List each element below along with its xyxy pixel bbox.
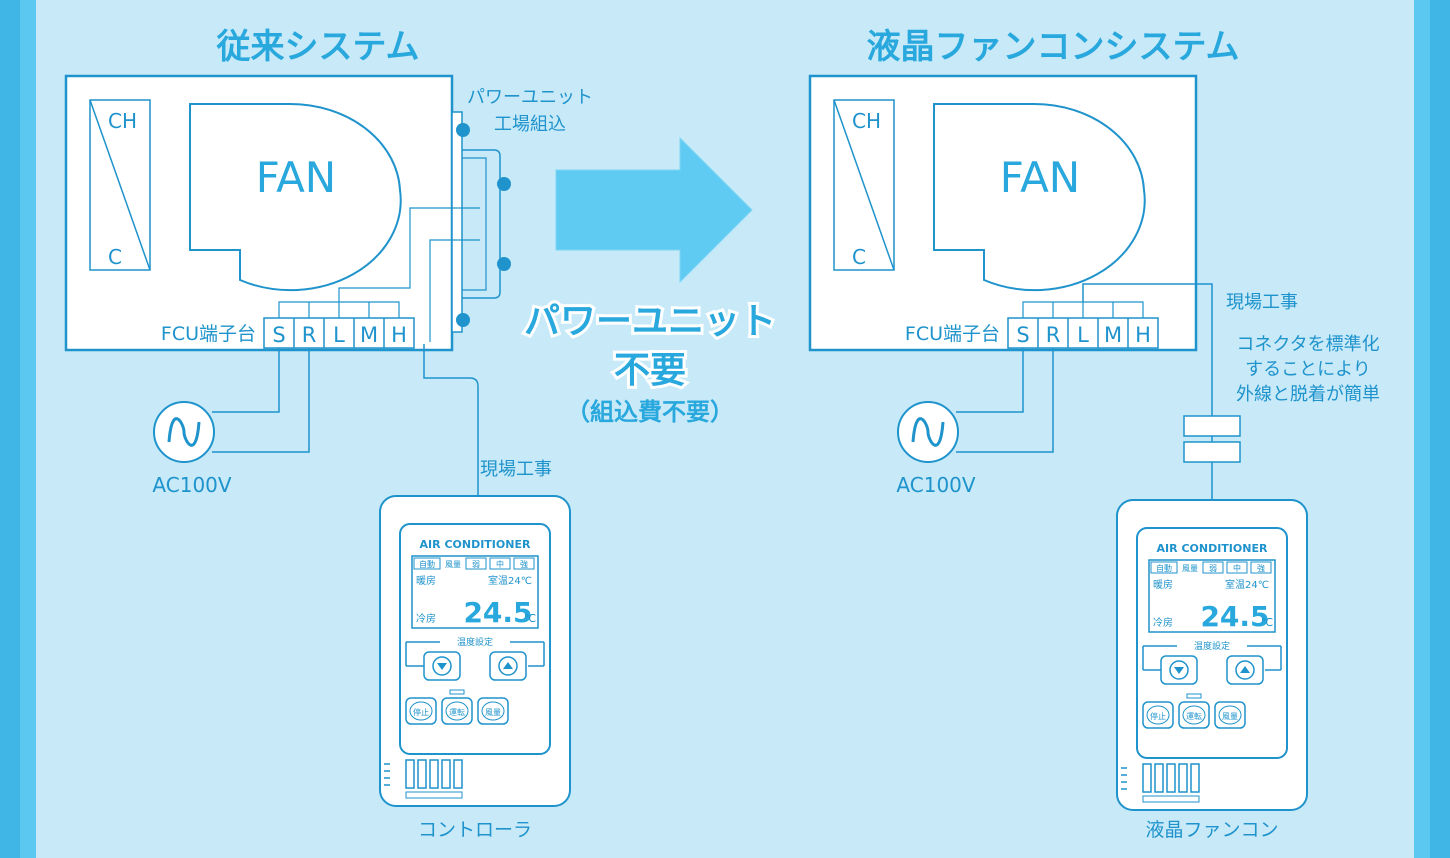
right-fan-housing [933,102,1146,292]
right-ac-label: AC100V [896,473,975,497]
connector-top [1183,415,1241,437]
left-pin-h: H [391,323,407,347]
right-ch-label: CH [852,109,881,133]
right-heat-label: 暖房 [1153,578,1173,591]
center-headline: パワーユニット [524,301,776,342]
right-setting-label: 温度設定 [1194,640,1230,652]
right-tag-auto: 自動 [1156,563,1172,573]
right-run-button[interactable]: 運転 [1186,712,1202,721]
connector-note-line2: することにより [1245,359,1371,380]
left-fanspeed-button[interactable]: 風量 [485,708,501,717]
power-unit-note-line1: パワーユニット [467,87,593,108]
left-pin-s: S [272,323,285,347]
right-pin-s: S [1016,323,1029,347]
left-stop-button[interactable]: 停止 [413,707,429,717]
right-border-stripe [1430,0,1450,858]
right-c-label: C [852,245,866,269]
left-cool-label: 冷房 [416,612,436,625]
left-field-work: 現場工事 [480,459,552,480]
left-controller-device: AIR CONDITIONER 自動 風量 弱 中 強 暖房 室温24℃ 冷房 … [379,495,571,807]
right-pin-m: M [1104,323,1122,347]
power-unit-strip [451,111,463,333]
left-fan-housing [189,102,402,292]
left-run-button[interactable]: 運転 [449,708,465,717]
left-setting-label: 温度設定 [457,636,493,648]
left-tag-fan: 風量 [445,560,461,569]
right-terminal-label: FCU端子台 [905,323,1000,345]
right-fanspeed-button[interactable]: 風量 [1222,712,1238,721]
right-tag-low: 弱 [1209,564,1217,573]
left-ac-source [152,400,216,464]
right-room-temp: 室温24℃ [1225,578,1269,591]
left-ch-label: CH [108,109,137,133]
connector-bottom [1183,441,1241,463]
left-pin-m: M [360,323,378,347]
left-c-label: C [108,245,122,269]
left-border-stripe [0,0,20,858]
left-brand: AIR CONDITIONER [420,538,531,551]
left-terminal-block [263,317,415,349]
left-tag-high: 強 [520,559,528,569]
left-device-caption: コントローラ [418,819,532,841]
power-unit-wiring [462,149,501,299]
left-tag-low: 弱 [472,560,480,569]
left-system-title: 従来システム [216,27,420,67]
left-tag-mid: 中 [496,559,504,569]
right-pin-r: R [1046,323,1061,347]
right-brand: AIR CONDITIONER [1157,542,1268,555]
left-room-temp: 室温24℃ [488,574,532,587]
right-fan-label: FAN [1000,153,1080,202]
right-tag-mid: 中 [1233,563,1241,573]
left-temp-display: 24.5 [463,596,532,629]
center-subnote: （組込費不要） [566,398,734,426]
left-tag-auto: 自動 [419,559,435,569]
left-temp-unit: ℃ [524,612,536,625]
left-pin-r: R [302,323,317,347]
center-headline-2: 不要 [614,350,686,391]
right-system-title: 液晶ファンコンシステム [867,27,1240,67]
right-temp-unit: ℃ [1261,616,1273,629]
connector-note-line1: コネクタを標準化 [1236,334,1379,355]
right-pin-h: H [1135,323,1151,347]
right-tag-fan: 風量 [1182,564,1198,573]
left-pin-l: L [333,323,345,347]
right-terminal-block [1007,317,1159,349]
right-pin-l: L [1077,323,1089,347]
right-cool-label: 冷房 [1153,616,1173,629]
left-terminal-label: FCU端子台 [161,323,256,345]
left-fan-label: FAN [256,153,336,202]
left-ac-label: AC100V [152,473,231,497]
right-tag-high: 強 [1257,563,1265,573]
connector-note-line3: 外線と脱着が簡単 [1236,384,1380,405]
right-temp-display: 24.5 [1200,600,1269,633]
right-field-work: 現場工事 [1226,292,1298,313]
right-device-caption: 液晶ファンコン [1145,819,1278,841]
transition-arrow [555,136,753,284]
right-controller-device: AIR CONDITIONER 自動 風量 弱 中 強 暖房 室温24℃ 冷房 … [1116,499,1308,811]
right-stop-button[interactable]: 停止 [1150,711,1166,721]
left-heat-label: 暖房 [416,574,436,587]
power-unit-note-line2: 工場組込 [494,114,566,135]
right-ac-source [896,400,960,464]
